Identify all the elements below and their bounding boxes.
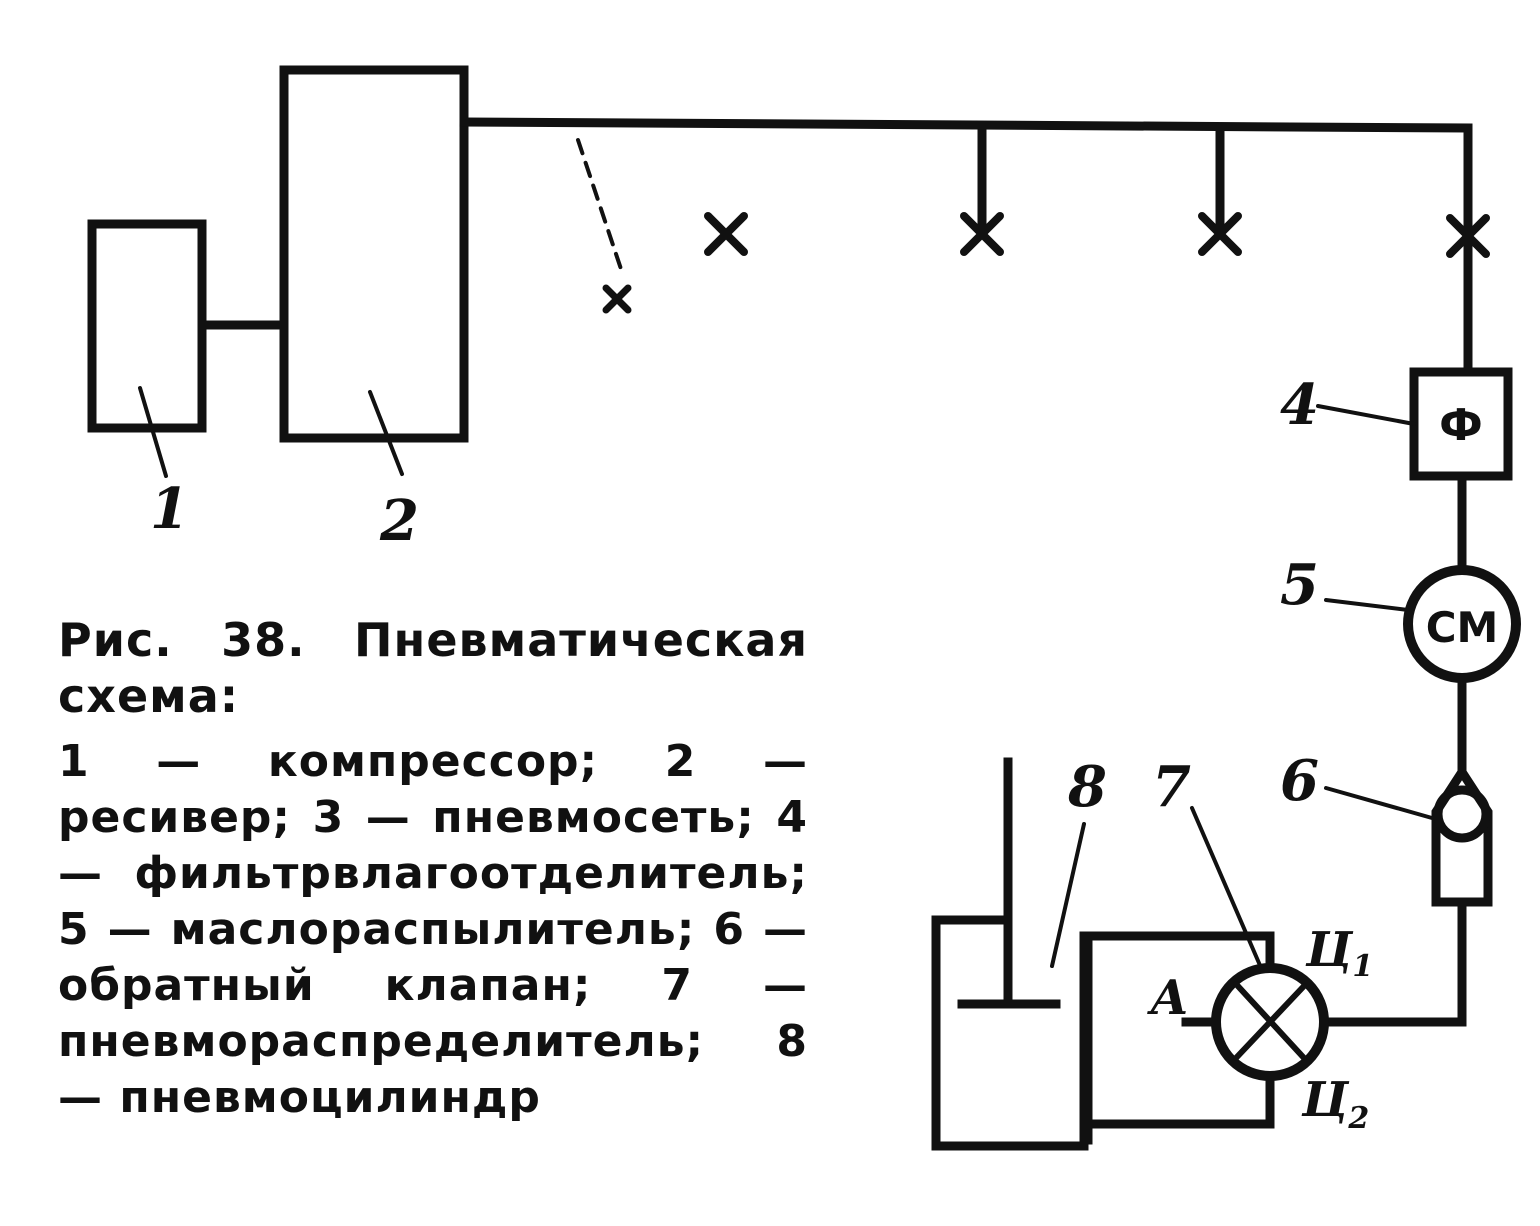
label-filter: 4 — [1280, 372, 1319, 438]
cylinder-body — [931, 915, 1089, 1151]
port-a-label: А — [1147, 970, 1189, 1026]
distributor-leader — [1190, 806, 1264, 972]
port-c1-main: Ц — [1305, 922, 1354, 978]
filter-symbol: Ф — [1439, 400, 1483, 451]
outlet-symbol — [960, 212, 1004, 256]
cylinder-leader — [1050, 822, 1086, 968]
check-valve-ball — [1433, 785, 1491, 843]
distributor-cross-2 — [1233, 983, 1307, 1061]
figure-caption: Рис. 38. Пневматическая схема: 1 — компр… — [58, 612, 808, 1126]
outlet-symbol — [704, 212, 748, 256]
label-lubricator: 5 — [1280, 552, 1319, 618]
network-leader — [576, 138, 624, 274]
label-cylinder: 8 — [1067, 754, 1107, 820]
port-c2-sub: 2 — [1347, 1101, 1369, 1136]
compressor-box — [87, 219, 207, 433]
distributor-c1-pipe — [1083, 931, 1275, 1145]
outlet-symbol — [1198, 212, 1242, 256]
compressor-leader — [138, 386, 168, 478]
lubricator-symbol: СМ — [1426, 603, 1499, 652]
port-c1-sub: 1 — [1352, 949, 1373, 984]
receiver-box — [279, 65, 469, 443]
receiver-leader — [368, 390, 404, 476]
filter-leader — [1316, 404, 1416, 426]
outlet-symbol — [602, 284, 632, 314]
label-distributor: 7 — [1152, 754, 1191, 820]
valve-distributor-pipe — [1321, 897, 1467, 1027]
port-c1-label: Ц1 — [1305, 922, 1373, 984]
check-valve-leader — [1324, 786, 1434, 820]
lubricator-leader — [1324, 598, 1410, 612]
caption-body: 1 — компрессор; 2 — ресивер; 3 — пневмос… — [58, 736, 808, 1123]
distributor-c2-pipe — [1085, 1071, 1275, 1129]
outlet-symbol — [1446, 214, 1490, 258]
label-compressor: 1 — [150, 476, 189, 542]
port-c2-label: Ц2 — [1301, 1072, 1369, 1136]
caption-title: Рис. 38. Пневматическая схема: — [58, 613, 808, 723]
port-c2-main: Ц — [1301, 1072, 1350, 1128]
label-check-valve: 6 — [1280, 748, 1319, 814]
main-pipeline — [459, 117, 1473, 377]
label-receiver: 2 — [379, 488, 419, 554]
